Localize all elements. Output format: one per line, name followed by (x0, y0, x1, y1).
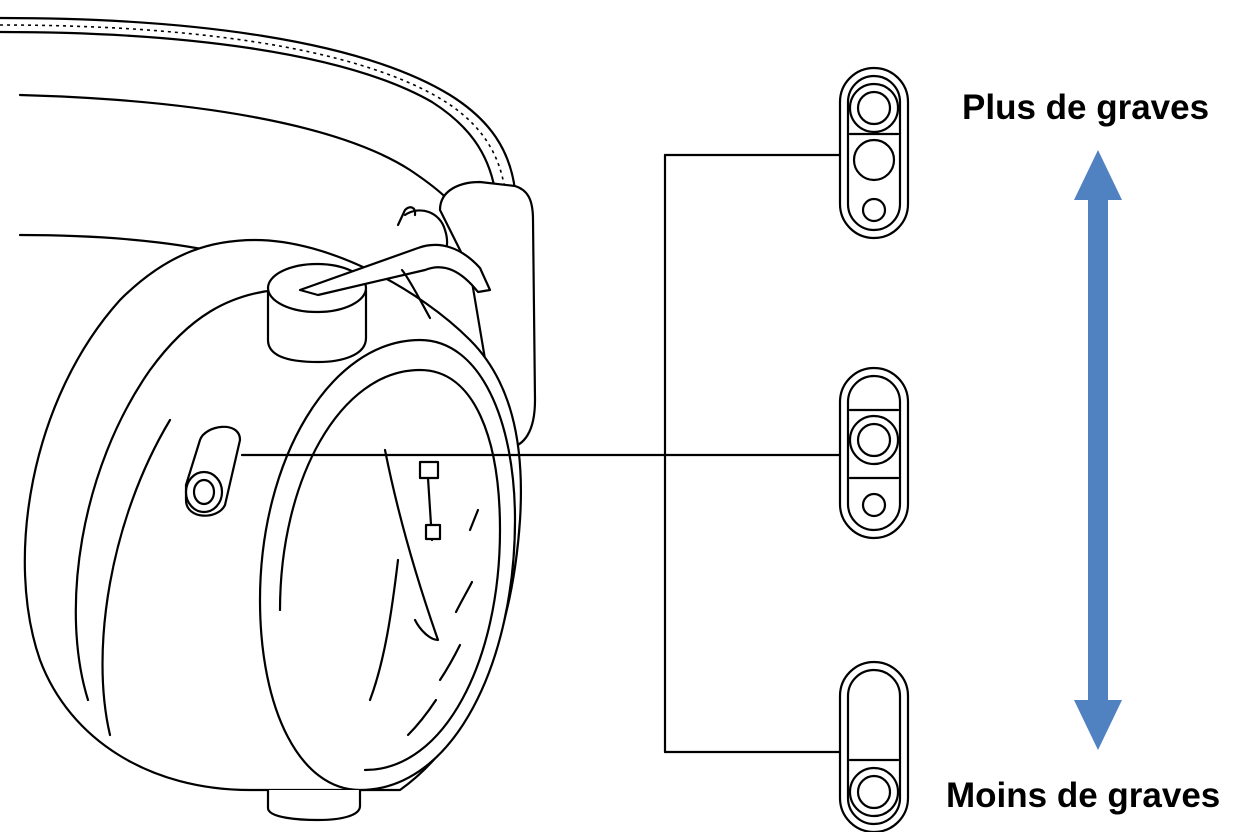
headband-ribbing (0, 24, 506, 191)
arrow-head-up (1074, 150, 1122, 200)
bass-direction-arrow (1074, 150, 1122, 750)
slider-position-bottom (838, 660, 910, 832)
arrow-head-down (1074, 700, 1122, 750)
more-bass-label: Plus de graves (962, 88, 1210, 127)
less-bass-label: Moins de graves (946, 776, 1221, 815)
headband (0, 16, 517, 267)
leader-lines (240, 153, 845, 754)
logo-mark (368, 448, 442, 702)
hinge-post (266, 243, 492, 364)
bass-slider-on-cup (184, 425, 242, 517)
ear-cup (258, 338, 517, 792)
arrow-shaft (1088, 198, 1108, 702)
slider-position-top (838, 66, 910, 240)
slider-position-middle (838, 366, 910, 540)
bottom-hinge (266, 790, 362, 822)
